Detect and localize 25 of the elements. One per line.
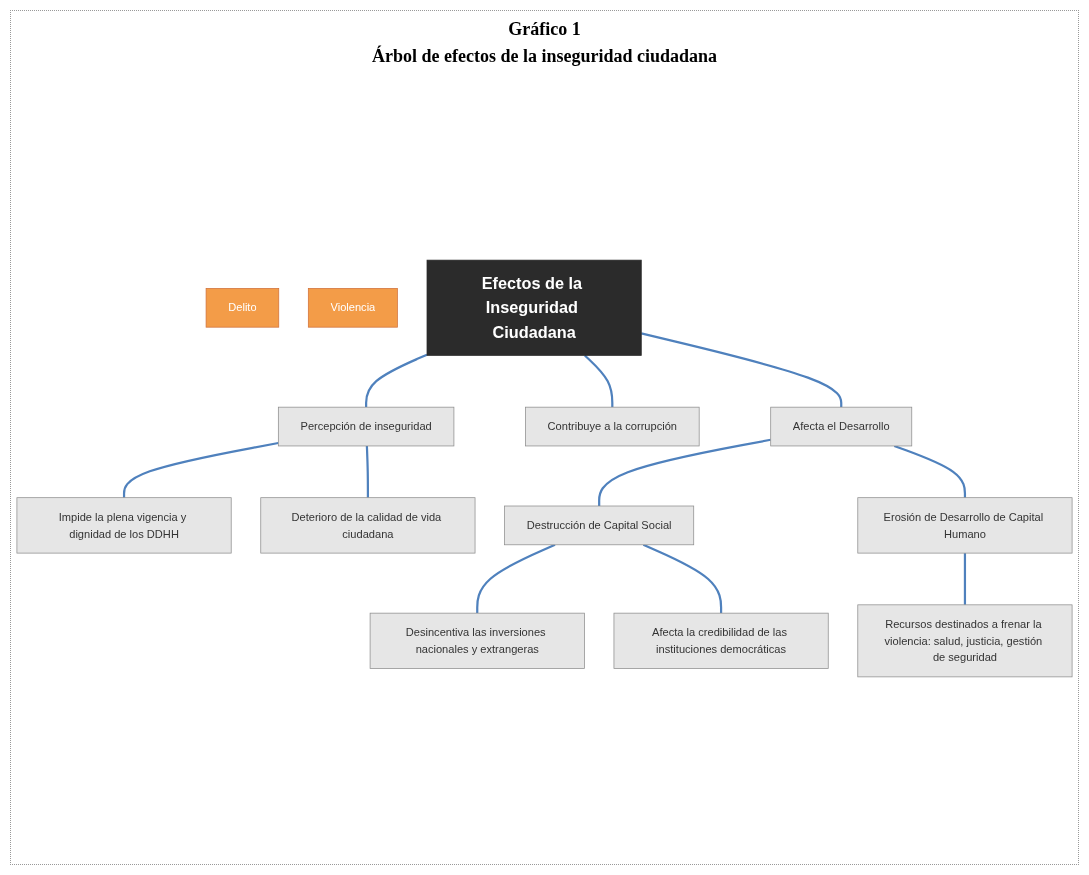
connector [642, 543, 723, 614]
node-box: Destrucción de Capital Social [504, 505, 695, 546]
node-box: Afecta la credibilidad de las instituciones democráticas [613, 612, 829, 669]
node-box: Recursos destinados a frenar la violencia: salud, justicia, gestión de seguridad [857, 604, 1073, 678]
connector [365, 445, 370, 498]
diagram-title: Gráfico 1 [508, 19, 581, 40]
connector [584, 354, 614, 408]
node-box: Erosión de Desarrollo de Capital Humano [857, 497, 1073, 554]
node-box: Contribuye a la corrupción [525, 406, 700, 447]
node-box: Impide la plena vigencia y dignidad de los DDHH [16, 497, 232, 554]
node-box: Desincentiva las inversiones nacionales y extrangeras [369, 612, 585, 669]
node-box: Efectos de la Inseguridad Ciudadana [426, 259, 642, 356]
subtitle: Árbol de efectos de la inseguridad ciudadana [372, 46, 717, 67]
node-box: Deterioro de la calidad de vida ciudadana [260, 497, 476, 554]
connector [598, 438, 771, 506]
node-box: Percepción de inseguridad [277, 406, 455, 447]
connector [476, 543, 556, 614]
connector [641, 332, 843, 408]
connector [365, 353, 428, 408]
node-box: Violencia [307, 288, 398, 328]
node-box: Delito [205, 288, 280, 328]
connector [122, 441, 279, 498]
connector [893, 444, 967, 498]
node-box: Afecta el Desarrollo [770, 406, 913, 447]
connector [963, 553, 967, 605]
